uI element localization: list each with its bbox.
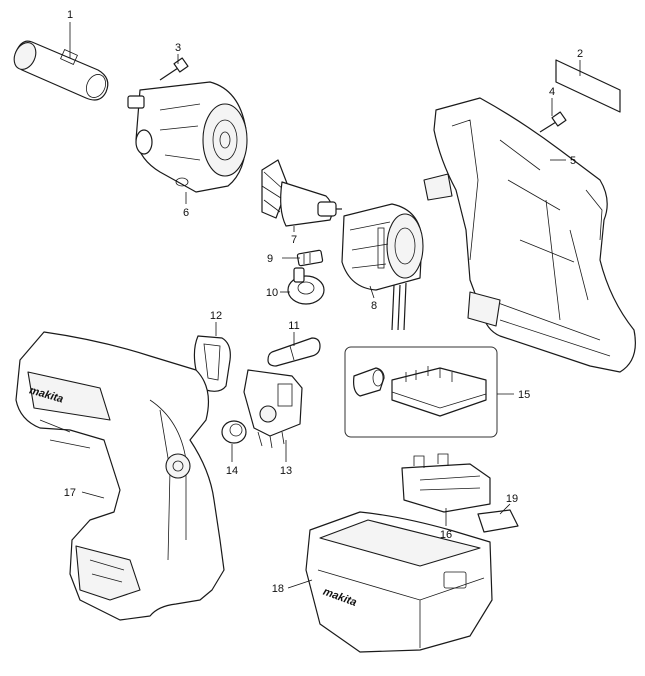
callout-10: 10 (266, 287, 278, 299)
part-1-sleeve (13, 40, 109, 101)
callout-14: 14 (226, 465, 238, 477)
part-2-label (555, 59, 621, 113)
callout-labels: 1 2 3 4 5 6 7 8 9 10 11 12 13 14 15 16 1… (64, 9, 583, 595)
callout-17: 17 (64, 487, 76, 499)
callout-7: 7 (291, 234, 297, 246)
part-6-gear-housing (127, 81, 248, 193)
part-4-screw (539, 111, 567, 133)
part-11-pin (267, 337, 321, 367)
part-12-trigger (193, 335, 231, 392)
part-16-terminal (401, 453, 491, 513)
callout-15: 15 (518, 389, 530, 401)
callout-4: 4 (549, 86, 555, 98)
callout-16: 16 (440, 529, 452, 541)
part-8-stator (341, 203, 424, 331)
part-13-switch (243, 369, 303, 449)
part-10-knob (287, 267, 325, 305)
part-5-housing-half (423, 97, 636, 373)
callout-18: 18 (272, 583, 284, 595)
callout-12: 12 (210, 310, 222, 322)
callout-5: 5 (570, 155, 576, 167)
callout-2: 2 (577, 48, 583, 60)
callout-3: 3 (175, 42, 181, 54)
callout-6: 6 (183, 207, 189, 219)
part-15-callout-box (344, 346, 498, 438)
part-9-connector (296, 249, 324, 267)
callout-8: 8 (371, 300, 377, 312)
part-7-rotor (261, 159, 342, 227)
callout-19: 19 (506, 493, 518, 505)
callout-1: 1 (67, 9, 73, 21)
part-17-main-housing: makita (15, 331, 225, 621)
part-3-screw (159, 57, 189, 81)
callout-11: 11 (288, 320, 299, 332)
callout-9: 9 (267, 253, 273, 265)
part-19-label (477, 509, 519, 533)
callout-13: 13 (280, 465, 292, 477)
part-14-cap (221, 420, 247, 444)
part-18-base: makita (305, 511, 493, 653)
leader-lines (69, 22, 581, 589)
